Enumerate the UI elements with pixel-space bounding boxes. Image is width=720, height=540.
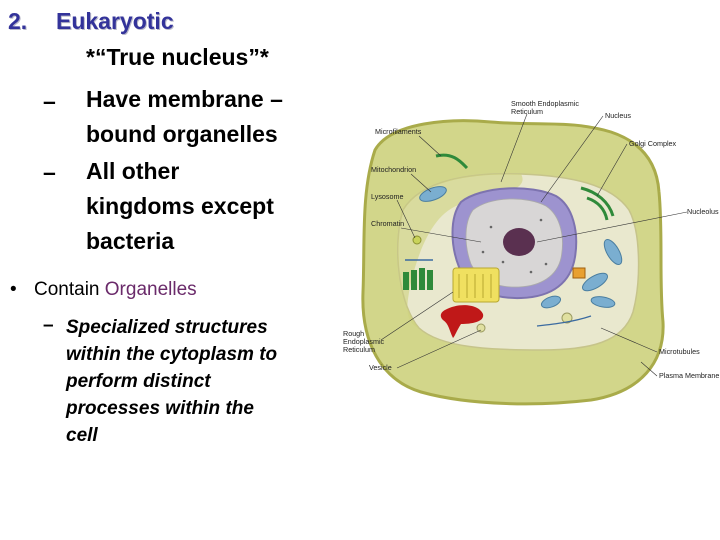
sub-point-line-4: processes within the <box>66 398 254 419</box>
labels: Smooth Endoplasmic Reticulum Nucleus Mic… <box>343 99 719 380</box>
slide-number: 2. <box>8 8 28 34</box>
golgi-complex <box>403 153 615 290</box>
dash-marker: – <box>43 159 56 185</box>
sub-point-line-5: cell <box>66 425 98 446</box>
leader-lines <box>380 113 688 377</box>
mitochondria <box>419 186 623 309</box>
label-microtubules: Microtubules <box>659 347 700 356</box>
sub-dash-marker: – <box>43 315 54 336</box>
slide-heading: Eukaryotic <box>56 8 174 34</box>
point-membrane-line-1: Have membrane – <box>86 86 283 112</box>
label-lysosome: Lysosome <box>371 192 404 201</box>
bullet-organelles: Contain Organelles <box>34 279 197 301</box>
organelles-highlight: Organelles <box>104 279 197 300</box>
label-vesicle: Vesicle <box>369 363 392 372</box>
label-plasma-membrane: Plasma Membrane <box>659 371 719 380</box>
vacuole <box>440 305 484 338</box>
bullet-prefix: Contain <box>34 279 105 300</box>
label-nucleus: Nucleus <box>605 111 631 120</box>
label-golgi: Golgi Complex <box>629 139 677 148</box>
sub-point-line-2: within the cytoplasm to <box>66 344 278 365</box>
label-microfilaments: Microfilaments <box>375 127 422 136</box>
dash-marker: – <box>43 88 56 114</box>
label-chromatin: Chromatin <box>371 219 404 228</box>
cell-svg: Smooth Endoplasmic Reticulum Nucleus Mic… <box>341 92 720 416</box>
label-smooth-er-1: Smooth Endoplasmic <box>511 99 579 108</box>
rough-er <box>452 267 500 303</box>
point-membrane-line-2: bound organelles <box>86 121 278 147</box>
subheading: *“True nucleus”* <box>86 44 269 70</box>
label-mitochondrion: Mitochondrion <box>371 165 416 174</box>
point-kingdoms-line-3: bacteria <box>86 228 175 254</box>
label-rough-er-3: Reticulum <box>343 345 375 354</box>
bullet-marker: • <box>10 279 17 300</box>
sub-point-line-3: perform distinct <box>66 371 211 392</box>
point-kingdoms-line-1: All other <box>86 158 180 184</box>
point-kingdoms-line-2: kingdoms except <box>86 193 274 219</box>
organelle-details <box>405 235 592 333</box>
label-nucleolus: Nucleolus <box>687 207 719 216</box>
label-smooth-er-2: Reticulum <box>511 107 543 116</box>
sub-point-line-1: Specialized structures <box>66 317 268 338</box>
animal-cell-diagram: Smooth Endoplasmic Reticulum Nucleus Mic… <box>341 92 720 416</box>
label-rough-er-2: Endoplasmic <box>343 337 385 346</box>
label-rough-er-1: Rough <box>343 329 364 338</box>
